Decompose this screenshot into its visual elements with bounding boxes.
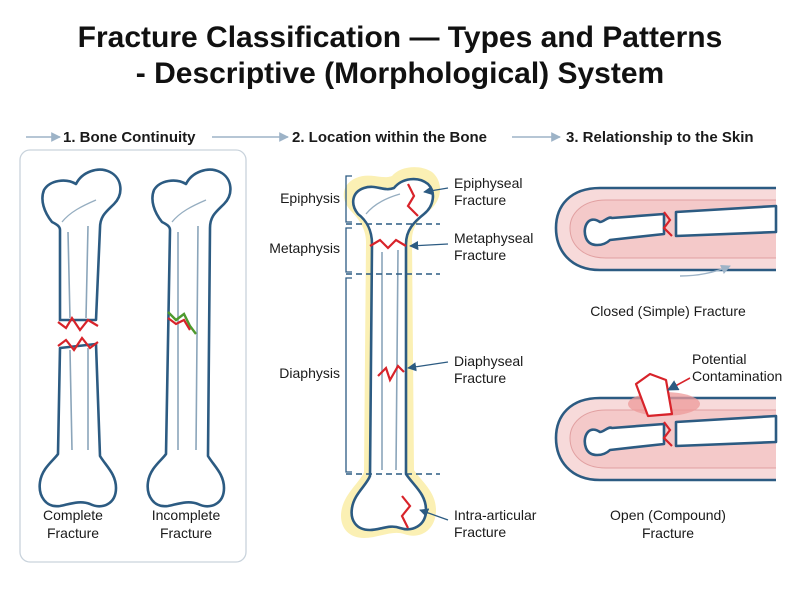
- diaphyseal-fracture-line: [377, 364, 405, 383]
- open-fracture-label-1: Open (Compound): [610, 507, 726, 523]
- open-fracture-label-2: Fracture: [642, 525, 694, 541]
- complete-fracture-label-1: Complete: [43, 507, 103, 523]
- open-fracture-line: [662, 421, 673, 447]
- metaphyseal-fracture-line: [369, 238, 407, 250]
- section-heading-continuity: 1. Bone Continuity: [63, 129, 196, 146]
- intra-articular-fracture-line: [400, 495, 412, 529]
- complete-fracture-line-bottom: [57, 336, 99, 352]
- page-title: Fracture Classification — Types and Patt…: [0, 20, 800, 92]
- complete-fracture-line-top: [57, 315, 99, 332]
- incomplete-crack-accent: [167, 317, 191, 331]
- protruding-bone-fragment: [634, 372, 674, 418]
- epiphysis-bracket: [345, 175, 352, 223]
- section-heading-location: 2. Location within the Bone: [292, 129, 487, 146]
- epiphyseal-fracture-line: [406, 183, 419, 217]
- closed-fracture-label: Closed (Simple) Fracture: [590, 303, 746, 319]
- incomplete-fracture-bone: [146, 168, 232, 508]
- closed-fracture-limb: [554, 186, 778, 277]
- metaphyseal-label-1: Metaphyseal: [454, 230, 533, 246]
- incomplete-fracture-label-1: Incomplete: [152, 507, 221, 523]
- contamination-label-1: Potential: [692, 351, 746, 367]
- epiphyseal-label-1: Epiphyseal: [454, 175, 523, 191]
- diaphyseal-label-1: Diaphyseal: [454, 353, 523, 369]
- contamination-arrow: [667, 377, 691, 391]
- diaphyseal-label-2: Fracture: [454, 370, 506, 386]
- intra-articular-label-2: Fracture: [454, 524, 506, 540]
- epiphyseal-arrow: [423, 186, 449, 196]
- closed-fracture-line: [662, 211, 673, 237]
- diaphysis-bracket: [345, 277, 352, 473]
- open-fracture-limb: [554, 372, 778, 482]
- metaphyseal-arrow: [409, 241, 449, 251]
- title-line-1: Fracture Classification — Types and Patt…: [77, 21, 723, 54]
- epiphyseal-label-2: Fracture: [454, 192, 506, 208]
- contamination-label-2: Contamination: [692, 368, 782, 384]
- metaphysis-bracket: [345, 227, 352, 273]
- location-bone: [340, 167, 441, 538]
- diaphyseal-arrow: [407, 361, 449, 372]
- title-line-2: - Descriptive (Morphological) System: [135, 57, 665, 90]
- incomplete-fracture-label-2: Fracture: [160, 525, 212, 541]
- incomplete-crack-line: [167, 311, 197, 335]
- intra-articular-label-1: Intra-articular: [454, 507, 537, 523]
- region-label-epiphysis: Epiphysis: [280, 190, 340, 206]
- region-label-diaphysis: Diaphysis: [279, 365, 340, 381]
- complete-fracture-label-2: Fracture: [47, 525, 99, 541]
- intra-articular-arrow: [419, 508, 449, 521]
- section-heading-skin: 3. Relationship to the Skin: [566, 129, 754, 146]
- complete-fracture-bone: [38, 168, 122, 508]
- region-label-metaphysis: Metaphysis: [269, 240, 340, 256]
- continuity-panel: [19, 149, 247, 563]
- metaphyseal-label-2: Fracture: [454, 247, 506, 263]
